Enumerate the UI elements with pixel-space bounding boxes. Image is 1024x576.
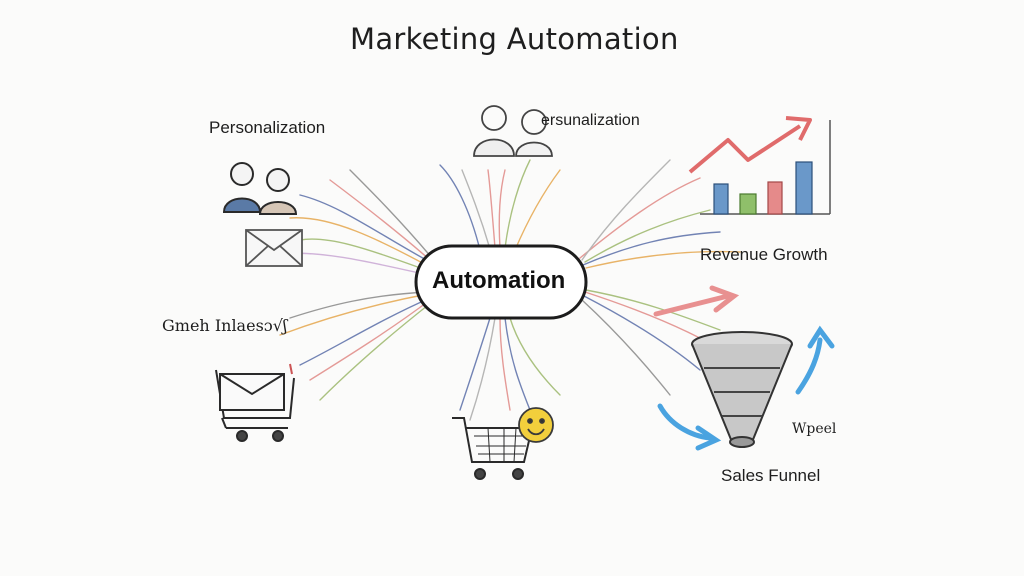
hub-node: [414, 244, 588, 320]
page-title: Marketing Automation: [350, 22, 679, 56]
node-label-personalization-left: Personalization: [209, 118, 326, 137]
smiley-icon: [518, 407, 554, 443]
hub-label: Automation: [432, 267, 566, 294]
funnel-icon: [691, 331, 793, 448]
node-label-personalization-right: ersunalization: [541, 112, 640, 129]
trend-arrow-icon: [688, 116, 812, 174]
branch-lines: [279, 159, 741, 421]
envelope-icon: [245, 229, 303, 267]
node-label-wheel: Wpeel: [792, 421, 837, 437]
node-label-sales-funnel: Sales Funnel: [721, 466, 821, 485]
node-label-revenue-growth: Revenue Growth: [700, 245, 828, 264]
people-icon: [222, 162, 298, 215]
bar-chart-icon: [700, 120, 831, 215]
pink-arrow-icon: [653, 285, 740, 317]
node-label-inbox: Gmeh Inlaesɔ√ʃ: [162, 316, 288, 335]
cycle-arrow-icon: [657, 325, 835, 451]
people-outline-icon: [473, 105, 553, 157]
cart-envelope-icon: [215, 363, 295, 442]
